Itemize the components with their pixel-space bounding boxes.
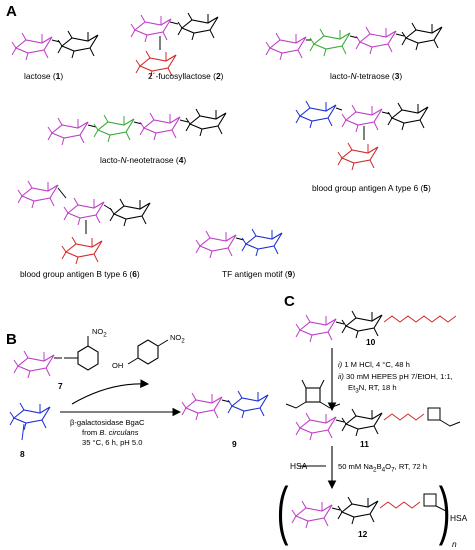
caption-compound-4: lacto-N-neotetraose (4) (100, 155, 187, 165)
lnt-structure (265, 22, 443, 61)
blood-group-a-structure (295, 100, 429, 171)
label-compound-9-b: 9 (232, 439, 237, 449)
substrate-7-structure (13, 350, 62, 379)
fucosyllactose-structure (130, 12, 219, 79)
label-no2-right: NO2 (170, 333, 185, 345)
panel-label-a: A (6, 3, 17, 20)
conditions-b-line1: β-galactosidase BgaC (70, 418, 145, 427)
compound-12-structure (291, 493, 449, 529)
label-hsa-reagent: HSA (290, 461, 308, 471)
conditions-b-line3: 35 °C, 6 h, pH 5.0 (82, 438, 143, 447)
label-hsa-product: HSA (450, 513, 468, 523)
acceptor-8-structure (9, 402, 51, 441)
squarate-ring-icon (285, 379, 341, 409)
label-compound-10: 10 (366, 337, 376, 347)
product-9-structure (181, 390, 269, 421)
compound-10-structure (295, 310, 457, 343)
panel-label-c: C (284, 293, 295, 310)
lnnt-structure (47, 108, 227, 146)
label-compound-12: 12 (358, 529, 368, 539)
nitrophenol-structure (127, 339, 169, 365)
lactose-structure (11, 30, 99, 61)
label-no2-top: NO2 (92, 327, 107, 339)
label-compound-8: 8 (20, 449, 25, 459)
caption-compound-2: 2´-fucosyllactose (2) (148, 71, 224, 81)
benzene-ring-icon (64, 336, 99, 371)
conditions-c-step3: 50 mM Na2B4O7, RT, 72 h (338, 462, 427, 474)
caption-compound-1: lactose (1) (24, 71, 64, 81)
caption-compound-9: TF antigen motif (9) (222, 269, 296, 279)
caption-compound-6: blood group antigen B type 6 (6) (20, 269, 140, 279)
label-oh: OH (112, 361, 124, 370)
conditions-c-step1: i) 1 M HCl, 4 °C, 48 h (338, 360, 410, 369)
right-parenthesis: ) (438, 474, 451, 546)
compound-11-structure (295, 407, 461, 441)
left-parenthesis: ( (276, 474, 289, 546)
caption-compound-3: lacto-N-tetraose (3) (330, 71, 403, 81)
tf-antigen-structure (195, 228, 283, 259)
label-n-repeat: n (452, 539, 457, 549)
label-compound-7: 7 (58, 381, 63, 391)
reaction-arrow-icon (71, 379, 150, 405)
conditions-c-step2-line2: Et3N, RT, 18 h (348, 383, 397, 395)
conditions-c-step2: ii) 30 mM HEPES pH 7/EtOH, 1:1, (338, 372, 453, 381)
caption-compound-5: blood group antigen A type 6 (5) (312, 183, 431, 193)
label-compound-11: 11 (360, 439, 369, 449)
blood-group-b-structure (17, 180, 151, 265)
conditions-b-line2: from B. circulans (82, 428, 139, 437)
panel-label-b: B (6, 331, 17, 348)
